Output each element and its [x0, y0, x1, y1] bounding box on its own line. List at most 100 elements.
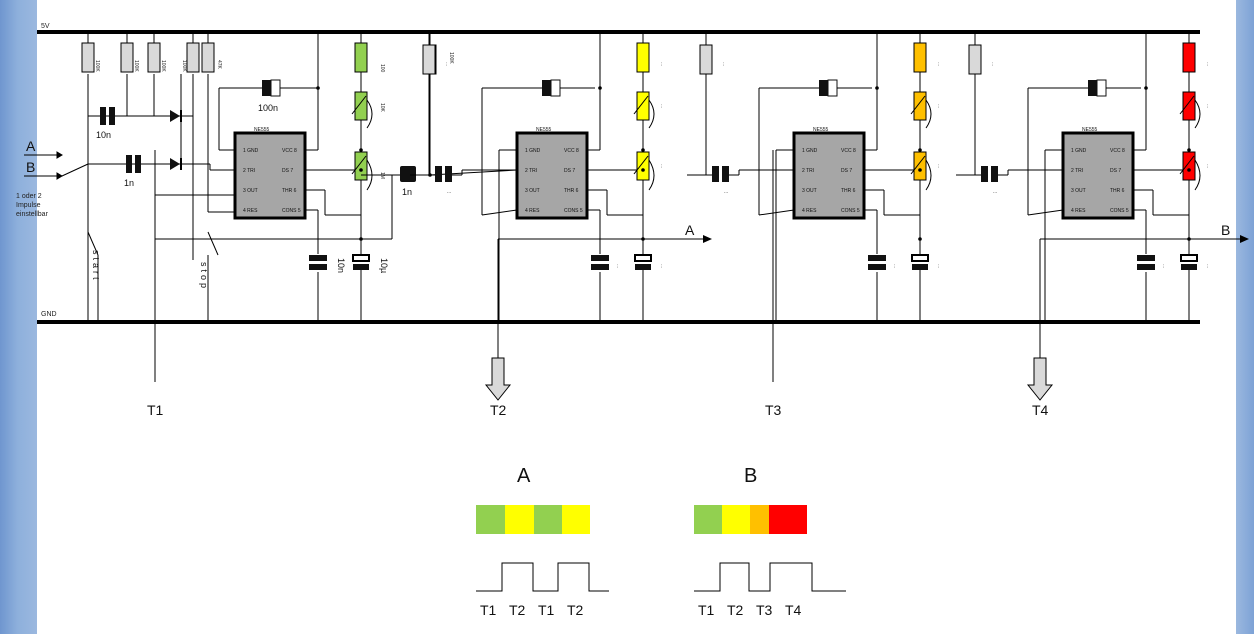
pin-label: DS 7 [282, 168, 293, 174]
legend-color-segment [534, 505, 562, 534]
cap-100n-label: 100n [258, 103, 278, 113]
trim-potentiometer [913, 151, 927, 181]
legend-color-segment [562, 505, 590, 534]
junction-dot [1144, 86, 1148, 90]
pin-label: CONS 5 [282, 208, 301, 214]
pulse-label: T1 [538, 602, 555, 618]
stage1-coupling-label: 1n [402, 187, 412, 197]
cap-1n-label: 1n [124, 178, 134, 188]
junction-dot [1187, 148, 1191, 152]
pot-wiper [351, 155, 367, 175]
output-a-label: A [685, 222, 695, 238]
pin-label: 3 OUT [243, 188, 258, 194]
pot-label: ... [1205, 164, 1211, 168]
pot-label: ... [936, 104, 942, 108]
timing-capacitor [1088, 80, 1097, 96]
resistor-label: 100K [160, 60, 166, 72]
pin-label: 2 TRI [525, 168, 537, 174]
vcc-label: 5V [41, 23, 50, 30]
junction-dot [359, 168, 363, 172]
input-capacitors [100, 79, 281, 173]
pulse-label: T3 [756, 602, 773, 618]
junction-dot [918, 168, 922, 172]
pin-label: 3 OUT [525, 188, 540, 194]
junction-dot [316, 86, 320, 90]
pin-label: 1 GND [802, 148, 818, 154]
ceramic-capacitor [309, 264, 327, 270]
gnd-label: GND [41, 311, 57, 318]
legend-a-title: A [517, 465, 531, 487]
tap-t4: T4 [1026, 239, 1054, 418]
resistor-label: ... [659, 62, 665, 66]
ceramic-capacitor [591, 264, 609, 270]
trim-potentiometer [913, 91, 927, 121]
input-resistors [81, 32, 215, 73]
pot-wiper [910, 95, 926, 115]
pin-label: 3 OUT [802, 188, 817, 194]
junction-dot [359, 237, 363, 241]
ceramic-capacitor [868, 255, 886, 261]
junction-dot [598, 86, 602, 90]
coupling-resistor [422, 44, 436, 75]
tap-label: T2 [490, 402, 507, 418]
coupling-resistor [968, 44, 982, 75]
junction-dot [359, 148, 363, 152]
start-switch-label: start [91, 250, 101, 283]
pin-label: VCC 8 [282, 148, 297, 154]
legend-color-segment [476, 505, 505, 534]
timing-capacitor [550, 79, 561, 97]
pulse-label: T2 [727, 602, 744, 618]
cap-label: ... [936, 264, 942, 268]
pulse-label: T1 [480, 602, 497, 618]
electrolytic-capacitor [353, 264, 369, 270]
stage1-cap-label: 10µ [379, 258, 389, 273]
pin-label: DS 7 [841, 168, 852, 174]
resistor-label: 100K [181, 60, 187, 72]
pulse-label: T2 [509, 602, 526, 618]
timing-capacitor [819, 80, 828, 96]
electrolytic-capacitor [912, 264, 928, 270]
input-note: Impulse [16, 202, 41, 209]
pin-label: DS 7 [1110, 168, 1121, 174]
resistor-label: ... [990, 62, 996, 66]
pin-label: 1 GND [243, 148, 259, 154]
pin-label: VCC 8 [1110, 148, 1125, 154]
cap-label: ... [1161, 264, 1167, 268]
electrolytic-capacitor [1180, 254, 1198, 262]
pin-label: 4 RES [802, 208, 817, 214]
tap-label: T4 [1032, 402, 1049, 418]
pin-label: 4 RES [525, 208, 540, 214]
stage1-pot2-label: 1M [379, 172, 385, 179]
pin-label: 2 TRI [1071, 168, 1083, 174]
ne555-chip [515, 131, 589, 220]
ne555-chip [1061, 131, 1135, 220]
timing-resistor [636, 42, 650, 73]
pot-label: ... [659, 164, 665, 168]
ceramic-capacitor [1137, 264, 1155, 270]
resistor-label: ... [721, 62, 727, 66]
timing-resistor [913, 42, 927, 73]
stage1-resistor-label: 100 [379, 64, 385, 73]
pot-wiper [633, 155, 649, 175]
coupling-capacitor [435, 166, 442, 182]
pot-feedback [648, 99, 655, 129]
chip-title: NE555 [536, 127, 552, 133]
stage2-resistor-label: 100K [448, 52, 454, 64]
coupling-capacitor [400, 166, 416, 182]
ceramic-capacitor [868, 264, 886, 270]
legend-color-segment [769, 505, 807, 534]
pulse-waveform [694, 562, 846, 592]
cap-label: ... [724, 189, 728, 195]
pin-label: THR 6 [1110, 188, 1125, 194]
pot-label: ... [659, 104, 665, 108]
cap-label: ... [1205, 264, 1211, 268]
legend-b-title: B [744, 465, 757, 487]
coupling-capacitor [991, 166, 998, 182]
pin-label: CONS 5 [841, 208, 860, 214]
legend-color-segment [694, 505, 722, 534]
